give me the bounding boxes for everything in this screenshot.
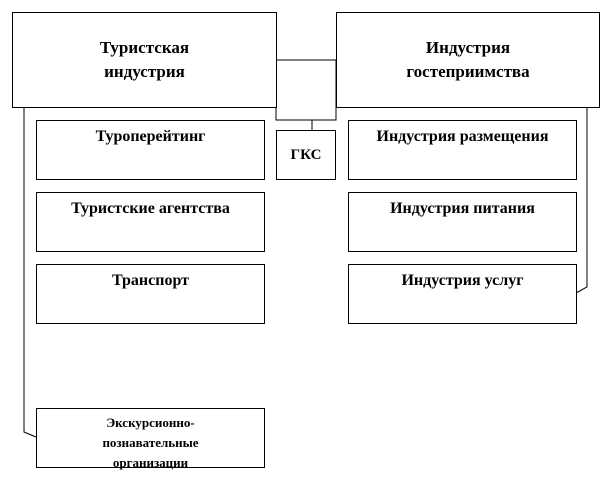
tourism-industry-label: Туристская индустрия [99,38,190,81]
tourism-item-transport: Транспорт [36,264,265,324]
right-spine-line [575,108,588,294]
tourism-item-touroperating: Туроперейтинг [36,120,265,180]
tourism-item-label: Туристские агентства [71,200,230,217]
hospitality-item-label: Индустрия услуг [401,272,524,289]
hospitality-item-label: Индустрия питания [390,200,535,217]
tourism-item-agencies: Туристские агентства [36,192,265,252]
hospitality-item-accommodation: Индустрия размещения [348,120,577,180]
center-frame-box [275,60,337,121]
left-spine-line [23,108,37,438]
gks-label: ГКС [290,146,322,163]
hospitality-item-services: Индустрия услуг [348,264,577,324]
tourism-item-excursion: Экскурсионно-познавательные организации [36,408,265,470]
hospitality-industry-block: Индустрия гостеприимства [336,12,600,108]
tourism-item-label: Транспорт [111,272,190,289]
hospitality-industry-label: Индустрия гостеприимства [406,38,530,81]
tourism-item-label: Туроперейтинг [95,128,206,145]
tourism-item-label: Экскурсионно-познавательные организации [102,415,199,470]
hospitality-item-label: Индустрия размещения [376,128,549,145]
gks-block: ГКС [276,130,336,180]
hospitality-item-catering: Индустрия питания [348,192,577,252]
tourism-industry-block: Туристская индустрия [12,12,277,108]
